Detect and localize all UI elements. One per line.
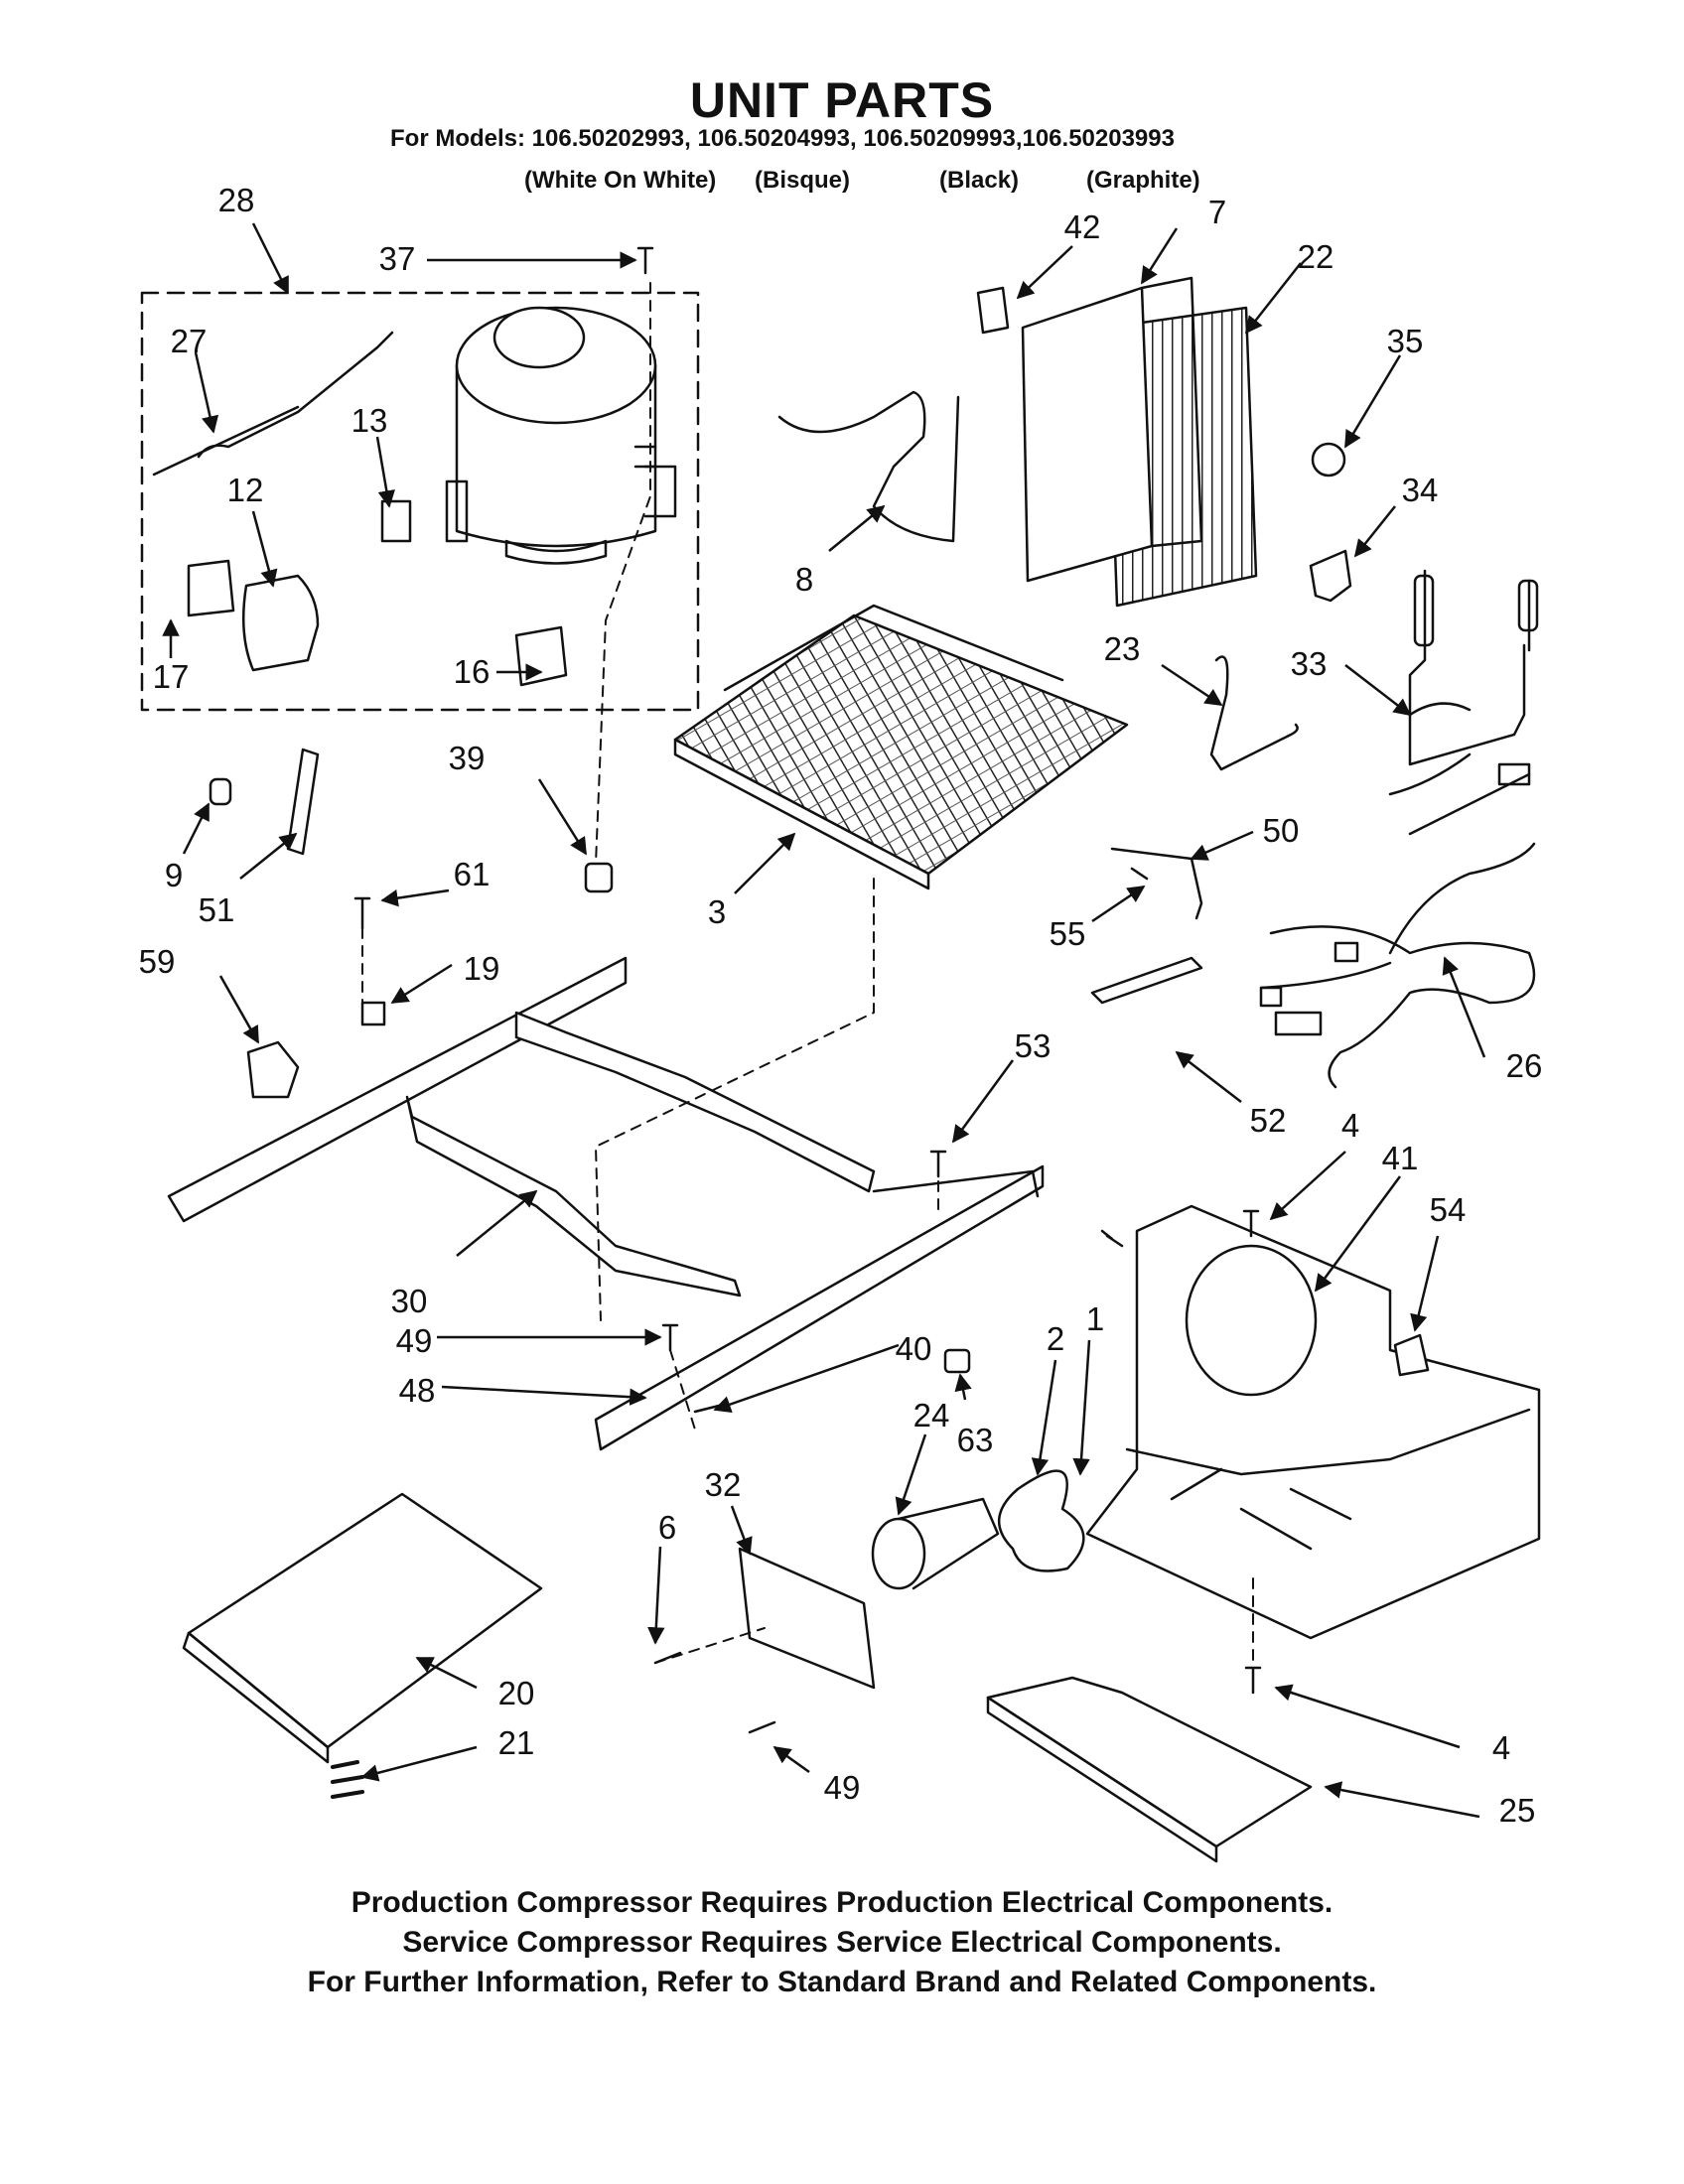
- callout-42: 42: [1064, 208, 1101, 245]
- callout-9: 9: [165, 857, 183, 893]
- bracket-50: [1110, 847, 1203, 920]
- callout-23: 23: [1104, 630, 1141, 667]
- compressor: [445, 306, 677, 565]
- bushing: [209, 777, 232, 806]
- wiring-harness: [1259, 842, 1536, 1089]
- callout-40: 40: [896, 1330, 932, 1367]
- capillary-tubes: [1408, 569, 1531, 766]
- callout-12: 12: [227, 472, 264, 508]
- callout-49b: 49: [824, 1769, 861, 1806]
- spring: [331, 1760, 364, 1799]
- condenser-fan-motor: [871, 1497, 1000, 1590]
- rail-frame: [167, 956, 1045, 1451]
- callout-39: 39: [449, 740, 486, 776]
- callout-16: 16: [454, 653, 491, 690]
- cord-harness: [152, 331, 394, 477]
- models-line: For Models: 106.50202993, 106.50204993, …: [390, 125, 1175, 152]
- unit-base: [1085, 1204, 1541, 1640]
- callout-1: 1: [1086, 1300, 1104, 1337]
- color-bisque: (Bisque): [755, 167, 850, 194]
- overload-protector: [187, 559, 235, 617]
- callout-19: 19: [464, 950, 500, 987]
- callout-8: 8: [795, 561, 813, 598]
- callout-49: 49: [396, 1322, 433, 1359]
- relay-cover: [380, 499, 412, 543]
- part-callouts: 28 37 27 13 12 17 16 42 7 22 35 34 8 23 …: [139, 182, 1543, 1829]
- fan-bracket: [738, 1547, 876, 1690]
- callout-4b: 4: [1492, 1729, 1510, 1766]
- callout-6: 6: [658, 1509, 676, 1546]
- callout-51: 51: [199, 891, 235, 928]
- callout-37: 37: [379, 240, 416, 277]
- capacitor: [514, 625, 568, 687]
- color-white-on-white: (White On White): [524, 167, 717, 194]
- tube: [777, 390, 960, 543]
- callout-17: 17: [153, 658, 190, 695]
- clip-59: [246, 1040, 300, 1099]
- drain-tube: [1209, 655, 1299, 771]
- callout-20: 20: [498, 1675, 535, 1711]
- callout-30: 30: [391, 1283, 428, 1319]
- callout-13: 13: [351, 402, 388, 439]
- grommet: [584, 862, 614, 893]
- callout-50: 50: [1263, 812, 1300, 849]
- bracket: [976, 286, 1010, 335]
- callout-34: 34: [1402, 472, 1439, 508]
- fan-thermostat: [1311, 442, 1346, 478]
- page-title: UNIT PARTS: [689, 72, 995, 128]
- callout-61: 61: [454, 856, 491, 892]
- tubing: [286, 748, 320, 856]
- fitting-54: [1393, 1333, 1430, 1377]
- callout-7: 7: [1208, 194, 1226, 230]
- callout-52: 52: [1250, 1102, 1287, 1139]
- callout-48: 48: [399, 1372, 436, 1409]
- callout-27: 27: [171, 323, 208, 359]
- callout-55: 55: [1050, 915, 1086, 952]
- callout-59: 59: [139, 943, 176, 980]
- callout-28: 28: [218, 182, 255, 218]
- tie-strap: [1090, 956, 1203, 1005]
- callout-32: 32: [705, 1466, 742, 1503]
- callout-22: 22: [1298, 238, 1334, 275]
- callout-3: 3: [708, 893, 726, 930]
- callout-4: 4: [1341, 1107, 1359, 1144]
- callout-41: 41: [1382, 1140, 1419, 1176]
- callout-24: 24: [913, 1397, 950, 1433]
- callout-2: 2: [1047, 1320, 1064, 1357]
- callout-21: 21: [498, 1724, 535, 1761]
- color-black: (Black): [939, 167, 1020, 194]
- callout-35: 35: [1387, 323, 1424, 359]
- fan-blade: [997, 1469, 1085, 1572]
- callout-54: 54: [1430, 1191, 1467, 1228]
- condenser-coil: [673, 614, 1129, 876]
- clip-19: [360, 1001, 386, 1026]
- callout-26: 26: [1506, 1047, 1543, 1084]
- callout-25: 25: [1499, 1792, 1536, 1829]
- defrost-tray: [986, 1676, 1313, 1848]
- footer-line-3: For Further Information, Refer to Standa…: [307, 1966, 1377, 1998]
- clip: [1309, 549, 1352, 603]
- callout-63: 63: [957, 1422, 994, 1458]
- footer-line-2: Service Compressor Requires Service Elec…: [402, 1926, 1282, 1959]
- fitting-63: [943, 1348, 971, 1374]
- callout-53: 53: [1015, 1027, 1052, 1064]
- compressor-kit-boundary: [140, 291, 700, 712]
- footer-line-1: Production Compressor Requires Productio…: [351, 1886, 1333, 1919]
- callout-33: 33: [1291, 645, 1328, 682]
- color-graphite: (Graphite): [1086, 167, 1200, 194]
- drain-pan: [187, 1492, 543, 1749]
- relay: [242, 574, 320, 672]
